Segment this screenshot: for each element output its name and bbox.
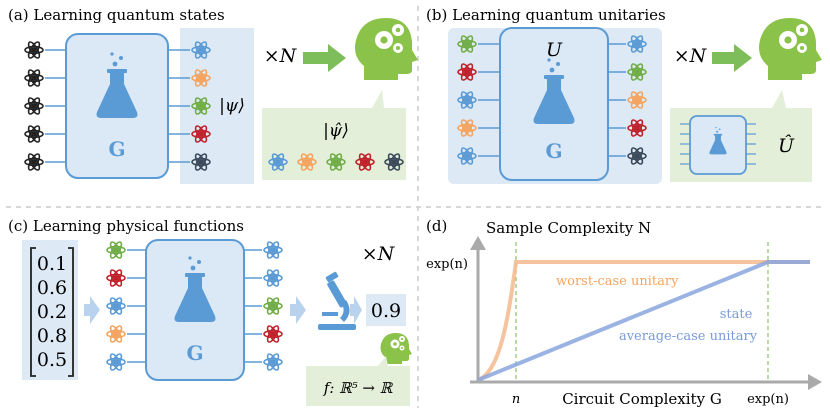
x-tick-n: n: [512, 392, 520, 407]
panel-a-learner-head-icon: [355, 18, 418, 80]
panel-c-input-atoms: [106, 239, 126, 373]
state-label: state: [720, 307, 753, 322]
panel-a: (a) Learning quantum states G |ψ⟩ ×N: [8, 6, 418, 184]
panel-c: (c) Learning physical functions 0.1 0.6 …: [8, 217, 412, 406]
panel-a-wires-out: [168, 49, 190, 163]
vector-entry-2: 0.6: [37, 277, 67, 299]
vector-entry-3: 0.2: [37, 301, 67, 323]
panel-d: (d) Sample Complexity N exp(n) n exp(n) …: [426, 217, 822, 408]
panel-c-wires: [127, 249, 262, 363]
panel-a-circuit-label: G: [108, 137, 125, 161]
panel-b-u-label: U: [546, 39, 563, 61]
y-axis-arrowhead: [470, 236, 486, 250]
state-average-case-line: [477, 260, 810, 382]
panel-b-wires: [478, 43, 626, 157]
x-tick-exp-n: exp(n): [747, 392, 789, 407]
panel-a-wires-in: [45, 49, 66, 163]
panel-b-title: (b) Learning quantum unitaries: [426, 6, 666, 24]
panel-b-learner-head-icon: [759, 18, 822, 80]
panel-c-vector: 0.1 0.6 0.2 0.8 0.5: [37, 253, 67, 371]
panel-a-title: (a) Learning quantum states: [8, 6, 225, 24]
panel-b-times-n: ×N: [674, 45, 708, 67]
panel-b-circuit-label: G: [545, 139, 562, 163]
panel-c-measure-arrow: [290, 296, 306, 324]
panel-b-small-wires: [680, 123, 756, 165]
panel-c-times-n: ×N: [362, 243, 396, 265]
panel-c-output-atoms: [263, 239, 283, 373]
vector-entry-5: 0.5: [37, 349, 67, 371]
panel-b: (b) Learning quantum unitaries U G ×N: [426, 6, 822, 184]
chart-ylabel: Sample Complexity N: [486, 219, 651, 237]
x-axis-arrowhead: [808, 374, 822, 390]
panel-a-arrow: [303, 44, 346, 72]
panel-b-u-hat-label: Û: [778, 134, 795, 157]
average-case-unitary-label: average-case unitary: [619, 329, 758, 344]
panel-c-function-bubble: [306, 356, 410, 406]
panel-c-input-arrow: [84, 296, 100, 324]
vector-entry-1: 0.1: [37, 253, 67, 275]
panel-c-output-box: [366, 294, 406, 326]
panel-c-right-bracket: [68, 247, 74, 377]
worst-case-unitary-label: worst-case unitary: [556, 274, 679, 289]
panel-a-psi-label: |ψ⟩: [219, 96, 245, 116]
panel-c-output-arrow: [350, 296, 362, 324]
panel-a-input-atoms: [24, 39, 44, 173]
panel-a-times-n: ×N: [264, 45, 298, 67]
chart-xlabel: Circuit Complexity G: [562, 390, 722, 408]
panel-c-circuit-label: G: [186, 341, 203, 365]
panel-b-arrow: [712, 44, 752, 72]
panel-c-function-label: f: ℝ⁵ → ℝ: [323, 379, 394, 397]
panel-c-output-value: 0.9: [371, 300, 401, 322]
panel-a-psi-hat-label: |ψ̂⟩: [323, 121, 349, 141]
y-tick-exp-n: exp(n): [426, 257, 468, 272]
panel-c-title: (c) Learning physical functions: [8, 217, 244, 235]
microscope-icon: [318, 271, 356, 330]
panel-d-title: (d): [426, 217, 447, 235]
vector-entry-4: 0.8: [37, 325, 67, 347]
panel-c-left-bracket: [30, 247, 36, 377]
